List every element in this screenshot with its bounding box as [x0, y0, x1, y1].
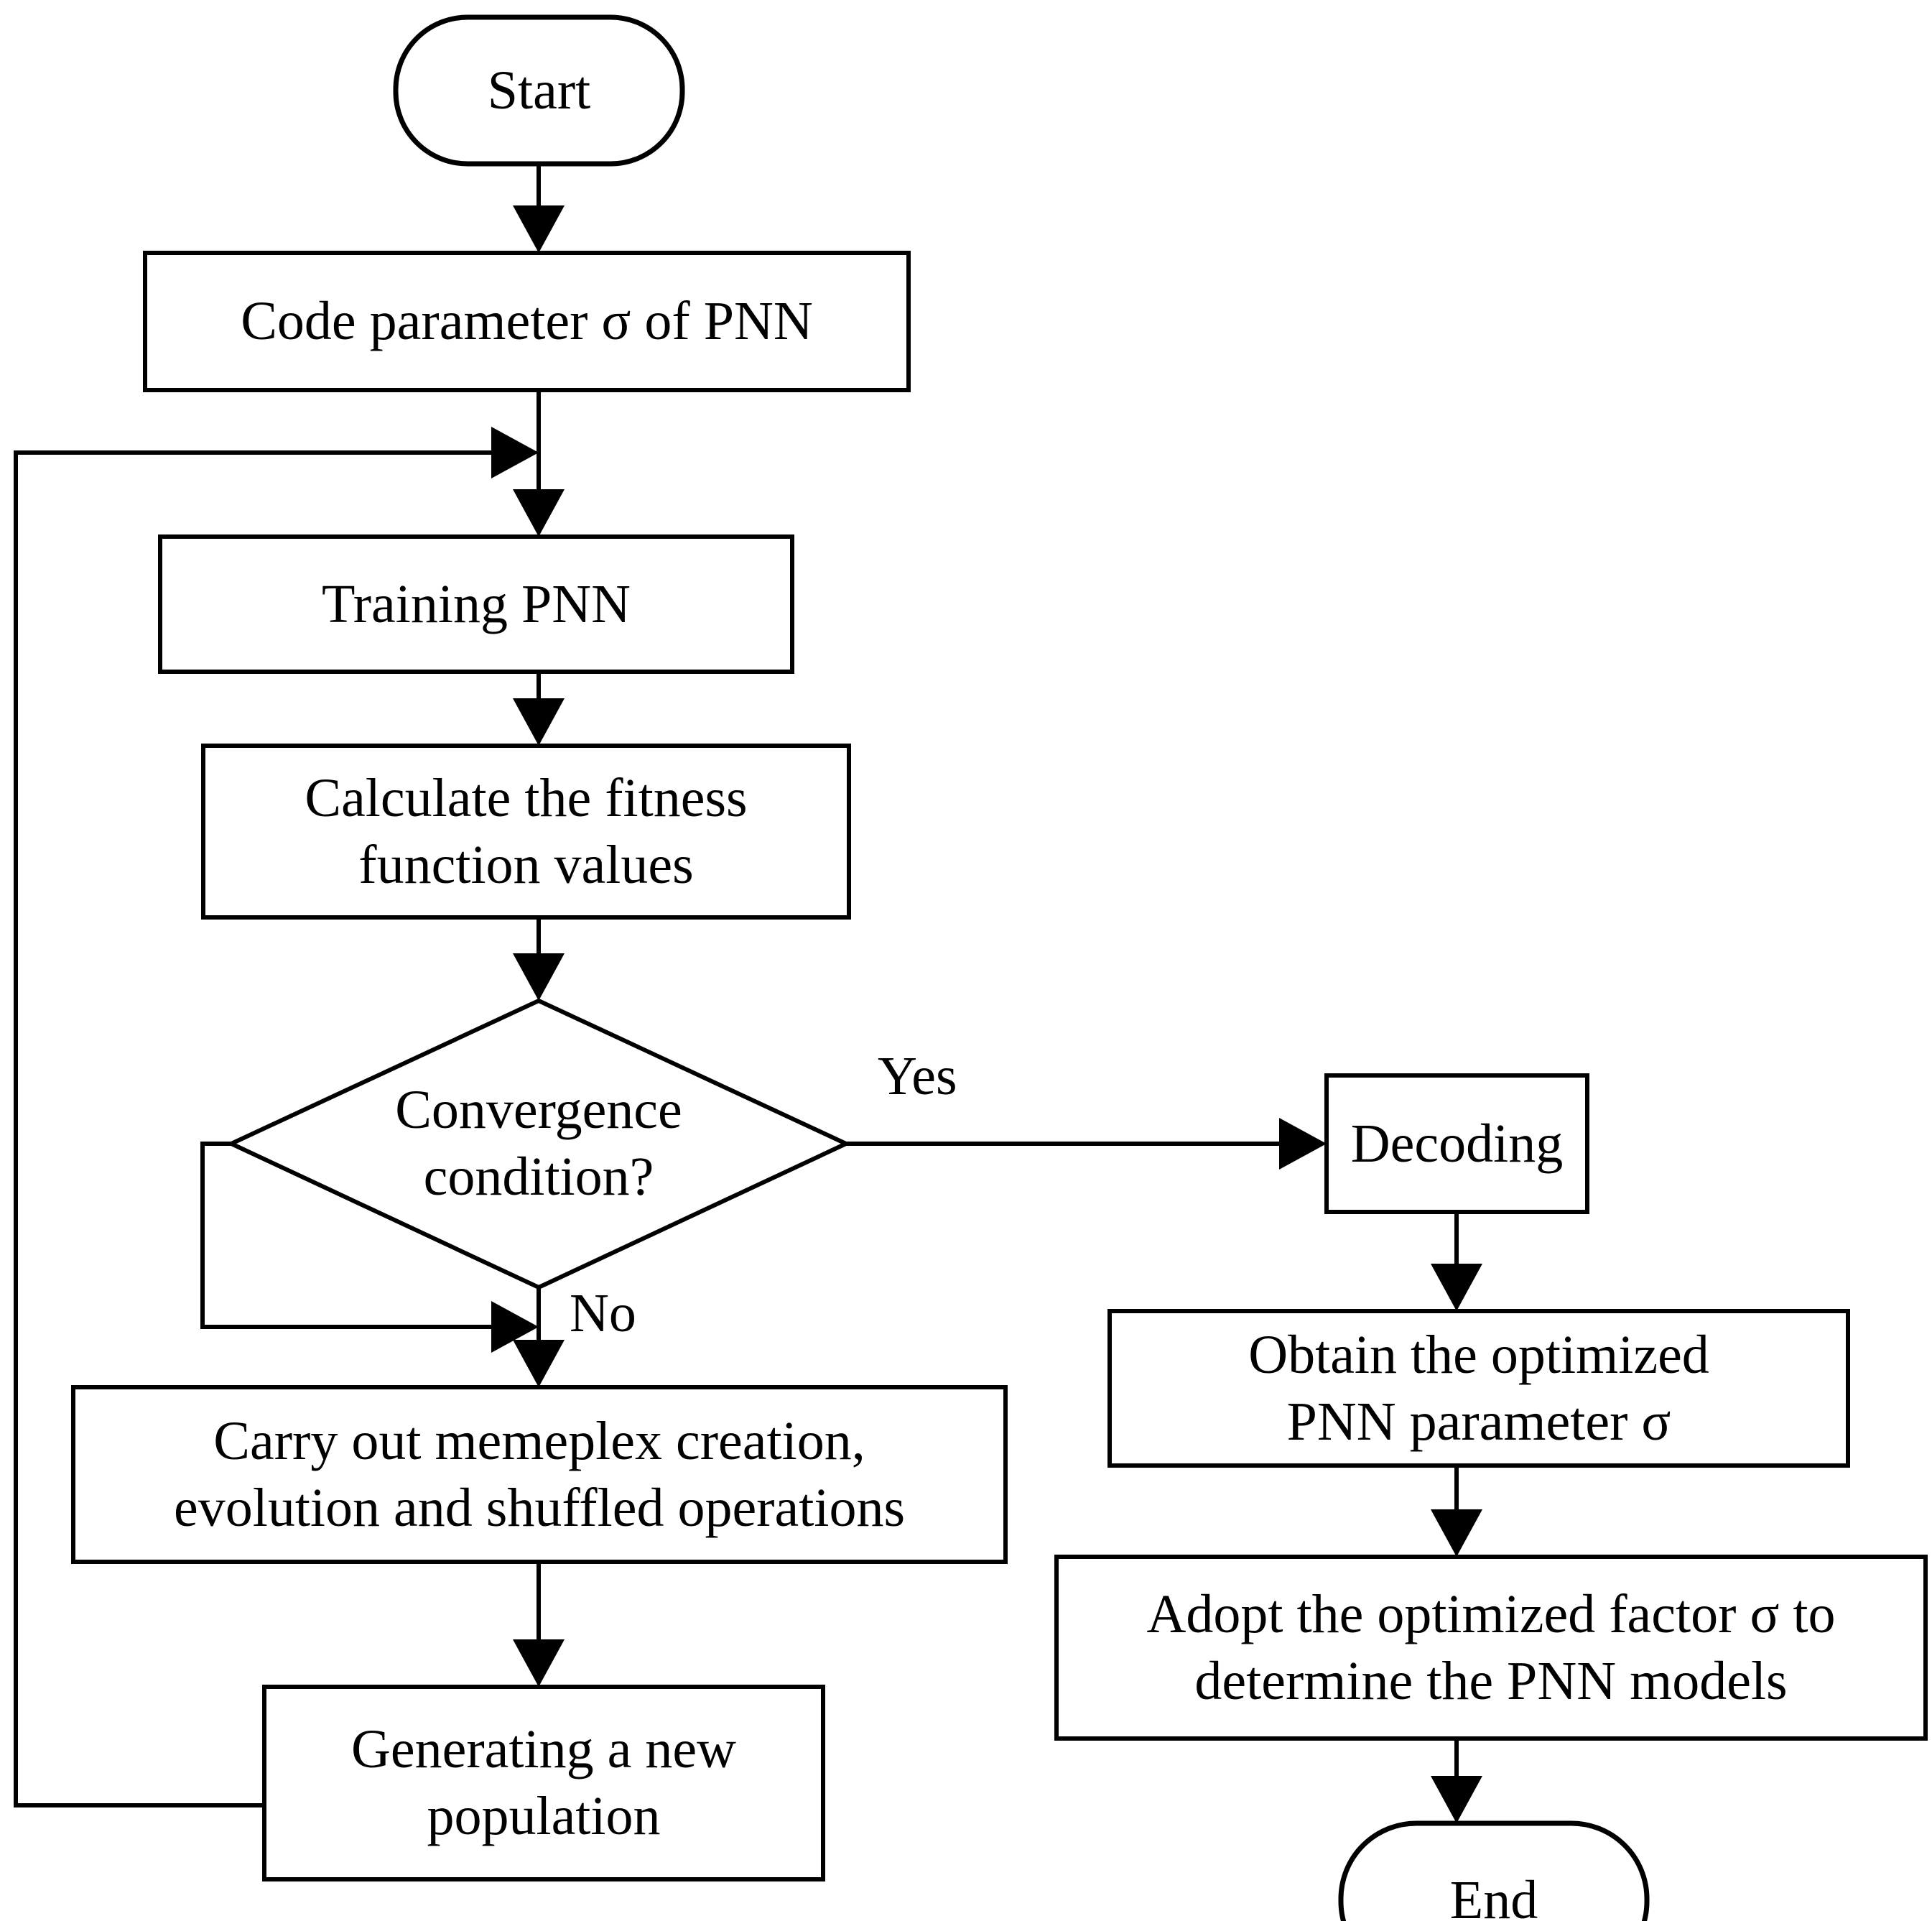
arrow-head-icon: [1431, 1264, 1482, 1311]
arrow-head-icon: [1279, 1118, 1327, 1170]
node-end-shape[interactable]: [1338, 1820, 1650, 1921]
node-code-shape[interactable]: [143, 251, 911, 392]
arrow-head-icon: [491, 427, 539, 478]
arrow-head-icon: [513, 205, 565, 253]
node-convergence-shape[interactable]: [226, 998, 852, 1290]
edge-label-yes: Yes: [878, 1046, 957, 1106]
edge-memeplex-to-newpopulation: [513, 1562, 565, 1687]
arrow-head-icon: [513, 698, 565, 746]
node-decoding-shape[interactable]: [1324, 1073, 1589, 1214]
arrow-head-icon: [491, 1301, 539, 1353]
arrow-head-icon: [513, 1340, 565, 1387]
edge-fitness-to-convergence: [513, 917, 565, 1001]
edge-convergence-left-recycle: [200, 1142, 539, 1353]
node-fitness-shape[interactable]: [201, 744, 851, 920]
edge-label-no: No: [570, 1283, 636, 1343]
edge-code-to-training: [513, 390, 565, 537]
arrow-head-icon: [513, 489, 565, 537]
node-newpopulation-shape[interactable]: [262, 1685, 825, 1881]
edge-obtain-to-adopt: [1431, 1466, 1482, 1557]
node-memeplex-shape[interactable]: [71, 1385, 1008, 1564]
arrow-head-icon: [1431, 1776, 1482, 1823]
arrow-head-icon: [513, 1639, 565, 1687]
node-obtain-shape[interactable]: [1107, 1309, 1850, 1468]
node-training-shape[interactable]: [158, 534, 794, 674]
node-start-shape[interactable]: [393, 14, 685, 167]
edge-start-to-code: [513, 164, 565, 253]
edge-newpopulation-loopback: [14, 427, 539, 1807]
edge-convergence-yes-to-decoding: [846, 1118, 1327, 1170]
edge-adopt-to-end: [1431, 1739, 1482, 1823]
node-adopt-shape[interactable]: [1054, 1555, 1928, 1741]
edge-convergence-no-to-memeplex: [513, 1287, 565, 1387]
arrow-head-icon: [1431, 1509, 1482, 1557]
edge-decoding-to-obtain: [1431, 1212, 1482, 1311]
arrow-head-icon: [513, 953, 565, 1001]
edge-training-to-fitness: [513, 672, 565, 746]
